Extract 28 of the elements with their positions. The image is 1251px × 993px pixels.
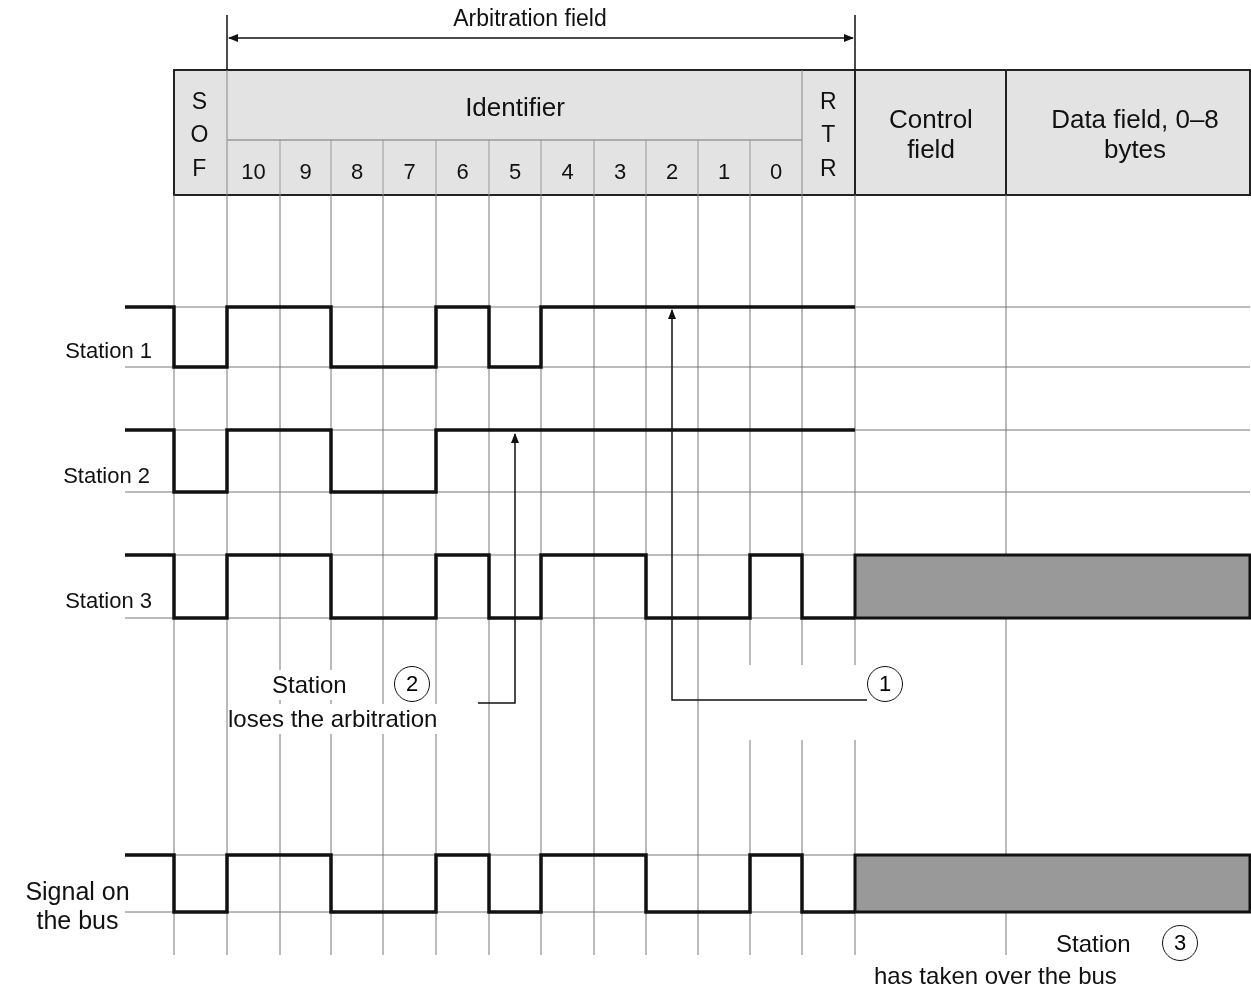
callout-number: 3 xyxy=(1162,925,1198,961)
station-label: Station 1 xyxy=(64,337,152,366)
callout-number: 2 xyxy=(394,666,430,702)
bit-number: 9 xyxy=(298,158,313,187)
field-label: Control field xyxy=(888,103,974,166)
callout-number: 1 xyxy=(867,666,903,702)
station-label: Station 3 xyxy=(64,587,152,616)
bit-number: 8 xyxy=(349,158,365,187)
leader-line xyxy=(477,433,519,704)
leader-line xyxy=(668,309,868,701)
signal-label: Signal on the bus xyxy=(24,876,131,936)
bit-number: 7 xyxy=(402,158,417,187)
station-label: Station 2 xyxy=(62,462,150,491)
field-label: Identifier xyxy=(464,90,566,124)
bit-number: 6 xyxy=(455,158,470,187)
bit-number: 10 xyxy=(240,158,267,187)
bit-number: 3 xyxy=(612,158,628,187)
bit-number: 0 xyxy=(768,158,784,187)
bit-number: 2 xyxy=(664,158,680,187)
field-label: RTR xyxy=(822,87,835,183)
field-label: Data field, 0–8 bytes xyxy=(1050,103,1220,166)
callout-text: Station xyxy=(272,670,347,700)
bit-number: 1 xyxy=(716,158,732,187)
bit-number: 5 xyxy=(507,158,523,187)
field-label: SOF xyxy=(193,87,206,183)
bit-number: 4 xyxy=(560,158,575,187)
dimension-label: Arbitration field xyxy=(452,3,608,33)
callout-text: loses the arbitration xyxy=(228,704,438,734)
